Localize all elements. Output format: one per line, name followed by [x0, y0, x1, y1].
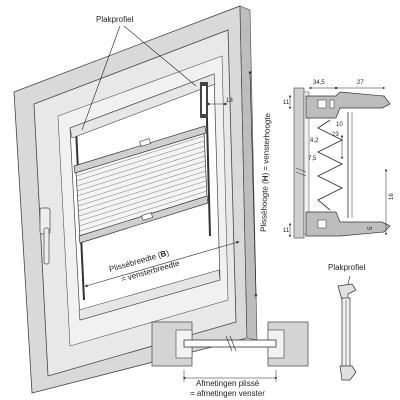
plakprofiel-right-detail: Plakprofiel: [328, 263, 366, 381]
width-label-c: ): [165, 248, 170, 257]
width-label-b: B: [159, 249, 167, 259]
afm-label-2: = afmetingen venster: [190, 389, 265, 398]
dim-4-2: 4,2: [310, 138, 319, 144]
blind-bottom-bar: [78, 195, 209, 244]
height-label-c: ) = vensterhoogte: [261, 112, 272, 175]
afm-label-1: Afmetingen plissé: [196, 379, 260, 388]
pleated-fabric: [75, 131, 208, 239]
height-label-h: H: [261, 175, 270, 181]
dim-16: 16: [389, 193, 395, 200]
dim-34-5: 34,5: [313, 80, 325, 86]
top-rail: [69, 73, 216, 139]
svg-text:Plisséhoogte (H) = vensterhoog: Plisséhoogte (H) = vensterhoogte: [259, 112, 272, 232]
dim-23: 23: [332, 132, 339, 138]
height-label-a: Plisséhoogte (: [259, 181, 270, 232]
height-dimension: Plisséhoogte (H) = vensterhoogte: [248, 70, 272, 298]
dim-11-top: 11: [283, 100, 290, 106]
dimension-18: 18: [206, 98, 233, 106]
corner-profile: [200, 82, 208, 118]
window-handle-icon: [39, 207, 51, 265]
section-detail: 34,5 27 11 11 4,2 23 10 7,5 16 5: [283, 80, 395, 239]
dim-18-label: 18: [226, 98, 233, 104]
plakprofiel-right-label: Plakprofiel: [328, 263, 366, 272]
blind-top-bar: [73, 125, 207, 174]
dim-27: 27: [357, 80, 364, 86]
dim-5: 5: [368, 226, 374, 230]
plakprofiel-top-label: Plakprofiel: [96, 15, 134, 24]
dim-10: 10: [336, 122, 343, 128]
plakprofiel-top-callout: Plakprofiel: [81, 15, 197, 131]
cross-section-detail: Afmetingen plissé = afmetingen venster: [151, 321, 309, 398]
dim-11-bot: 11: [283, 228, 290, 234]
dim-7-5: 7,5: [308, 156, 317, 162]
